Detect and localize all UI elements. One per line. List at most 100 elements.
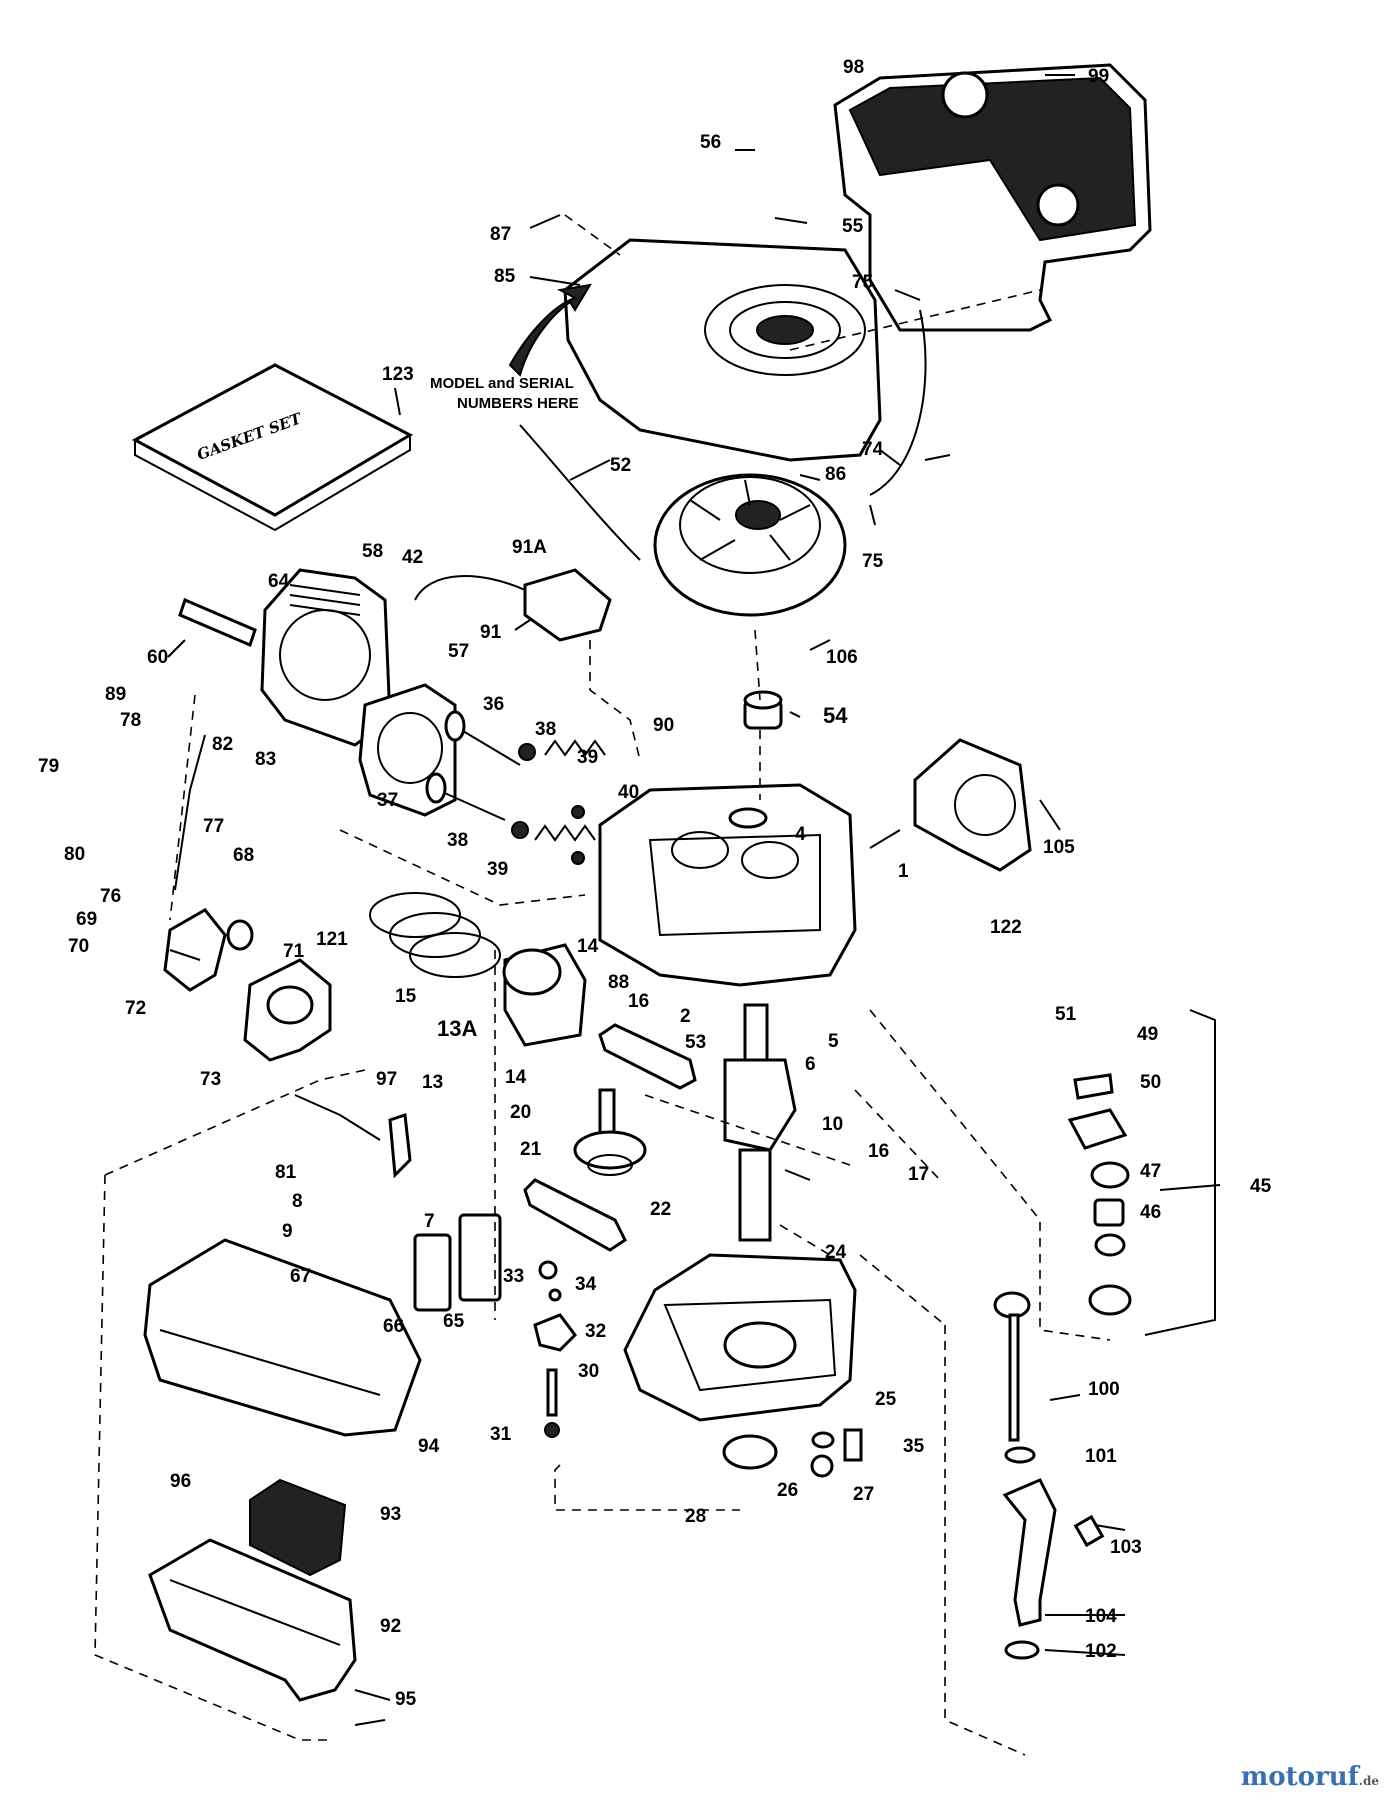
flywheel-bushing xyxy=(743,690,783,730)
label-55: 55 xyxy=(842,216,864,237)
label-31: 31 xyxy=(490,1424,512,1445)
label-94: 94 xyxy=(418,1436,440,1457)
label-81: 81 xyxy=(275,1162,297,1183)
oil-seal xyxy=(722,1434,778,1470)
label-32: 32 xyxy=(585,1321,606,1342)
recoil-starter xyxy=(913,738,1032,872)
label-14: 14 xyxy=(577,936,599,957)
label-68: 68 xyxy=(233,845,254,866)
label-85: 85 xyxy=(494,266,516,287)
label-104: 104 xyxy=(1085,1606,1117,1627)
spark-plug xyxy=(178,597,257,648)
label-21: 21 xyxy=(520,1139,542,1160)
ignition-module xyxy=(523,568,612,642)
label-52: 52 xyxy=(610,455,631,476)
flywheel xyxy=(653,473,847,617)
label-86: 86 xyxy=(825,464,846,485)
model-serial-arrow xyxy=(508,283,592,377)
label-7: 7 xyxy=(424,1211,435,1232)
label-91A: 91A xyxy=(512,537,547,558)
label-25: 25 xyxy=(875,1389,897,1410)
label-60: 60 xyxy=(147,647,168,668)
label-2: 2 xyxy=(680,1006,691,1027)
governor-link xyxy=(294,1094,381,1141)
ignition-lead xyxy=(519,424,641,561)
label-122: 122 xyxy=(990,917,1022,938)
label-46: 46 xyxy=(1140,1202,1161,1223)
blower-housing xyxy=(563,238,882,462)
label-1: 1 xyxy=(898,861,909,882)
label-89: 89 xyxy=(105,684,126,705)
label-90: 90 xyxy=(653,715,674,736)
dipstick-tube xyxy=(1002,1478,1057,1627)
parts-drawing xyxy=(131,63,1152,1702)
label-66: 66 xyxy=(383,1316,404,1337)
label-100: 100 xyxy=(1088,1379,1120,1400)
governor-bracket xyxy=(1067,1108,1128,1150)
governor-shaft xyxy=(1073,1073,1114,1100)
valve-intake xyxy=(457,727,521,766)
label-97: 97 xyxy=(376,1069,397,1090)
dipstick xyxy=(993,1291,1031,1442)
label-28: 28 xyxy=(685,1506,706,1527)
label-17: 17 xyxy=(908,1164,929,1185)
label-39: 39 xyxy=(577,747,598,768)
label-14b: 14 xyxy=(505,1067,527,1088)
label-80: 80 xyxy=(64,844,85,865)
label-56: 56 xyxy=(700,132,721,153)
label-95: 95 xyxy=(395,1689,417,1710)
air-filter-element xyxy=(249,1478,347,1577)
label-42: 42 xyxy=(402,547,423,568)
label-93: 93 xyxy=(380,1504,401,1525)
intake-elbow xyxy=(163,908,227,992)
watermark: motoruf.de xyxy=(1241,1762,1379,1792)
label-105: 105 xyxy=(1043,837,1075,858)
label-102: 102 xyxy=(1085,1641,1117,1662)
label-6: 6 xyxy=(805,1054,816,1075)
label-65: 65 xyxy=(443,1311,465,1332)
label-16: 16 xyxy=(628,991,649,1012)
label-22: 22 xyxy=(650,1199,671,1220)
piston-rings xyxy=(369,892,501,978)
label-34: 34 xyxy=(575,1274,597,1295)
label-37: 37 xyxy=(377,790,398,811)
camshaft xyxy=(523,1178,627,1252)
label-87: 87 xyxy=(490,224,511,245)
label-88: 88 xyxy=(608,972,629,993)
label-69: 69 xyxy=(76,909,97,930)
label-33: 33 xyxy=(503,1266,524,1287)
label-101: 101 xyxy=(1085,1446,1117,1467)
label-72: 72 xyxy=(125,998,146,1019)
label-54: 54 xyxy=(823,703,848,728)
watermark-brand: motoruf xyxy=(1240,1762,1359,1792)
label-78: 78 xyxy=(120,710,141,731)
crankshaft xyxy=(723,1003,797,1242)
dashed-guide-lines xyxy=(94,214,1111,1756)
label-121: 121 xyxy=(316,929,348,950)
label-38: 38 xyxy=(535,719,556,740)
label-50: 50 xyxy=(1140,1072,1161,1093)
label-76: 76 xyxy=(100,886,121,907)
label-70: 70 xyxy=(68,936,89,957)
label-92: 92 xyxy=(380,1616,401,1637)
label-36: 36 xyxy=(483,694,504,715)
label-82: 82 xyxy=(212,734,233,755)
part-number-labels: 98 99 56 55 87 85 75 123 52 74 86 75 58 … xyxy=(38,57,1272,1710)
label-38b: 38 xyxy=(447,830,468,851)
label-13: 13 xyxy=(422,1072,443,1093)
label-26: 26 xyxy=(777,1480,798,1501)
label-53: 53 xyxy=(685,1032,706,1053)
watermark-tld: .de xyxy=(1358,1774,1379,1788)
air-cleaner-base xyxy=(148,1538,357,1702)
label-30: 30 xyxy=(578,1361,599,1382)
gasket-66 xyxy=(413,1233,452,1312)
connecting-rod xyxy=(598,1023,697,1090)
leader-arrows xyxy=(167,74,1221,1726)
valve-exhaust xyxy=(437,789,506,821)
label-20: 20 xyxy=(510,1102,531,1123)
label-73: 73 xyxy=(200,1069,221,1090)
label-64: 64 xyxy=(268,571,290,592)
label-39b: 39 xyxy=(487,859,508,880)
gasket-65 xyxy=(458,1213,502,1302)
